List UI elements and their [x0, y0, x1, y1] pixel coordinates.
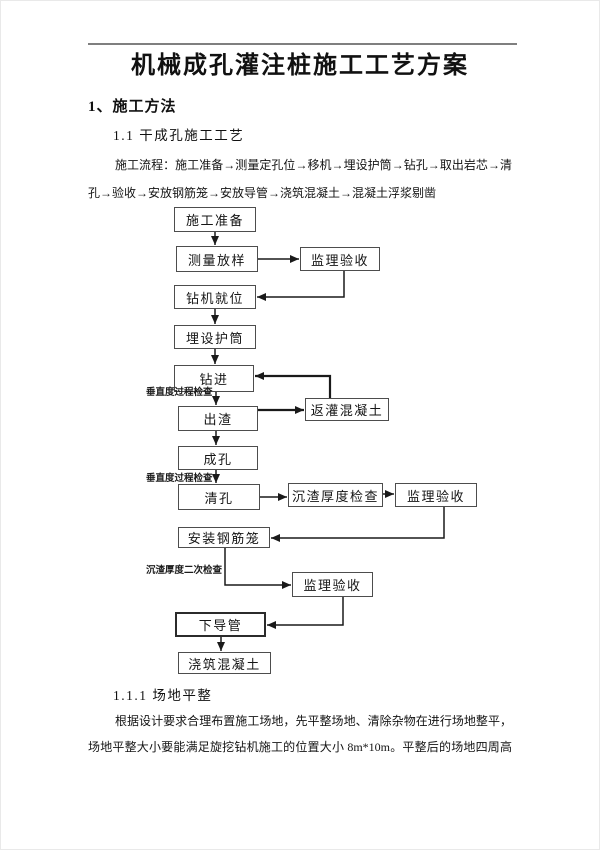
node-construction-prep: 施工准备	[174, 207, 256, 232]
label-sediment-recheck: 沉渣厚度二次检查	[146, 566, 223, 576]
node-supervision-acceptance-2: 监理验收	[395, 483, 477, 507]
section-heading-1: 1、施工方法	[88, 99, 177, 115]
node-supervision-acceptance-3: 监理验收	[292, 572, 373, 597]
site-leveling-line-2: 场地平整大小要能满足旋挖钻机施工的位置大小 8m*10m。平整后的场地四周高	[88, 740, 512, 754]
node-rig-positioning: 钻机就位	[174, 285, 256, 309]
label-verticality-check-1: 垂直度过程检查	[146, 388, 213, 398]
process-flow-line-2: 孔→验收→安放钢筋笼→安放导管→浇筑混凝土→混凝土浮浆剔凿	[88, 186, 437, 200]
label-verticality-check-2: 垂直度过程检查	[146, 474, 213, 484]
title-rule	[88, 43, 517, 45]
section-heading-1-1-1: 1.1.1 场地平整	[113, 688, 213, 703]
node-slag-removal: 出渣	[178, 406, 258, 431]
section-heading-1-1: 1.1 干成孔施工工艺	[113, 128, 245, 143]
node-supervision-acceptance-1: 监理验收	[300, 247, 380, 271]
node-install-rebar-cage: 安装钢筋笼	[178, 527, 270, 548]
document-title: 机械成孔灌注桩施工工艺方案	[131, 53, 469, 79]
node-lower-conduit: 下导管	[175, 612, 266, 637]
node-backpour-concrete: 返灌混凝土	[305, 398, 389, 421]
node-pour-concrete: 浇筑混凝土	[178, 652, 271, 674]
node-survey-setout: 测量放样	[176, 246, 258, 272]
node-hole-cleaning: 清孔	[178, 484, 260, 510]
node-sediment-thickness-check: 沉渣厚度检查	[288, 483, 383, 507]
site-leveling-line-1: 根据设计要求合理布置施工场地，先平整场地、清除杂物在进行场地整平，	[115, 714, 512, 728]
node-bury-casing: 埋设护筒	[174, 325, 256, 349]
node-hole-formed: 成孔	[178, 446, 258, 470]
process-flow-line-1: 施工流程：施工准备→测量定孔位→移机→埋设护筒→钻孔→取出岩芯→清	[115, 158, 512, 172]
node-drilling: 钻进	[174, 365, 254, 392]
